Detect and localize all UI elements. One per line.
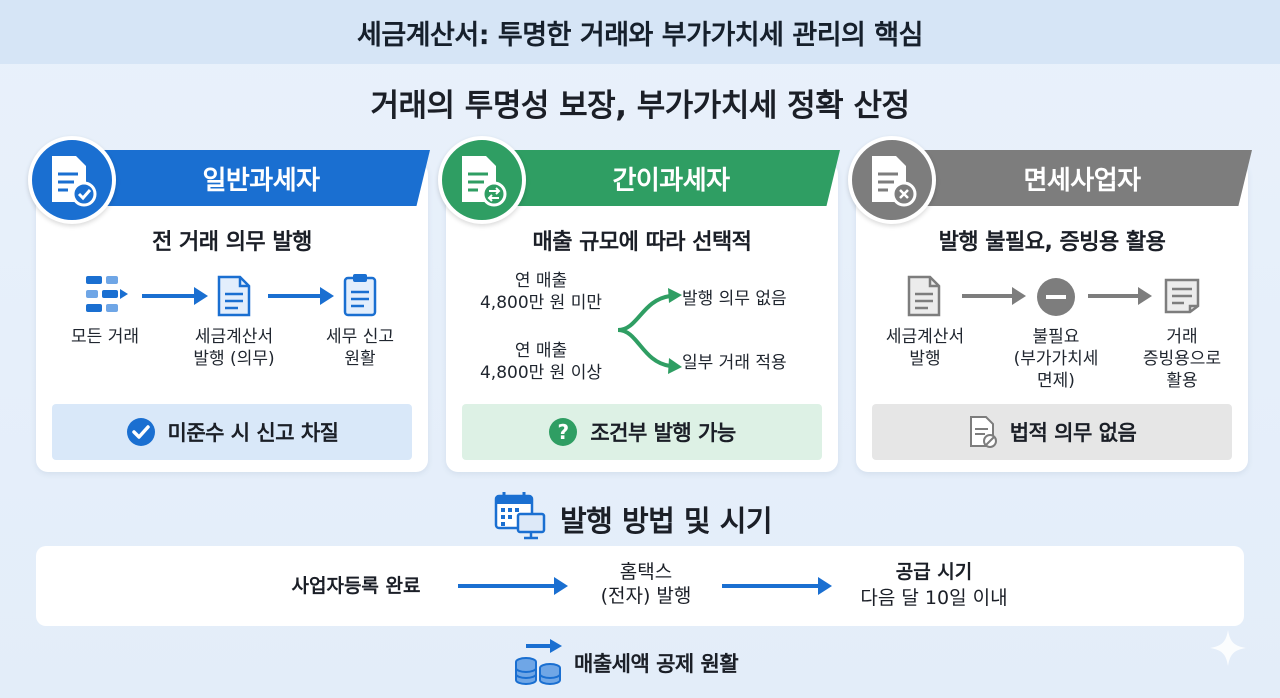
document-check-icon	[52, 156, 97, 207]
arrow	[268, 294, 324, 298]
outcome-no-obligation: 발행 의무 없음	[682, 289, 787, 309]
arrow-head	[554, 577, 568, 595]
card-banner-general: 일반과세자	[92, 150, 430, 206]
step-not-required: 불필요 (부가가치세 면제)	[1013, 327, 1099, 391]
header-bar: 세금계산서: 투명한 거래와 부가가치세 관리의 핵심	[0, 0, 1280, 64]
step-business-registration: 사업자등록 완료	[291, 575, 421, 597]
document-icon	[907, 275, 941, 317]
step-evidence-use: 거래 증빙용으로 활용	[1142, 327, 1222, 391]
coins-arrow-icon	[515, 639, 562, 685]
footer-note: 미준수 시 신고 차질	[52, 404, 412, 460]
card-tax-exempt: 발행 불필요, 증빙용 활용 세금계산서 발행 불필요 (부가가치세 면제) 거…	[856, 162, 1248, 472]
card-heading: 발행 불필요, 증빙용 활용	[938, 230, 1166, 255]
arrow-head	[320, 287, 334, 305]
arrow	[722, 584, 822, 588]
card-banner-exempt: 면세사업자	[912, 150, 1252, 206]
document-icon	[217, 275, 251, 317]
sparkle-icon	[1210, 630, 1246, 666]
clipboard-icon	[343, 274, 377, 317]
step-issue-invoice: 세금계산서 발행	[885, 327, 965, 369]
footer-note: 법적 의무 없음	[872, 404, 1232, 460]
card-badge	[28, 136, 116, 224]
document-exchange-icon	[462, 156, 507, 207]
question-circle-icon: ?	[549, 418, 578, 446]
check-circle-icon	[126, 418, 155, 446]
arrow	[1088, 294, 1142, 298]
flow-chart-icon	[86, 276, 128, 312]
card-title: 일반과세자	[202, 165, 320, 196]
step-hometax-issue: 홈택스 (전자) 발행	[600, 561, 692, 607]
page-title: 세금계산서: 투명한 거래와 부가가치세 관리의 핵심	[357, 19, 923, 51]
arrow-head	[1138, 287, 1152, 305]
footer-text: 법적 의무 없음	[1009, 421, 1137, 445]
arrow	[458, 584, 558, 588]
condition-over-threshold: 연 매출 4,800만 원 이상	[479, 341, 603, 383]
step-all-transactions: 모든 거래	[71, 327, 139, 347]
issuance-timeline: 사업자등록 완료 홈택스 (전자) 발행 공급 시기 다음 달 10일 이내	[36, 546, 1244, 626]
condition-under-threshold: 연 매출 4,800만 원 미만	[479, 271, 603, 313]
card-simplified-taxpayer: 매출 규모에 따라 선택적 연 매출 4,800만 원 미만 연 매출 4,80…	[446, 162, 838, 472]
timing-label: 공급 시기	[895, 561, 973, 583]
footer-note: ? 조건부 발행 가능	[462, 404, 822, 460]
arrow-head	[818, 577, 832, 595]
outcome-partial-application: 일부 거래 적용	[682, 353, 787, 373]
timing-value: 다음 달 10일 이내	[860, 587, 1008, 609]
svg-text:?: ?	[558, 420, 569, 444]
document-blocked-icon	[969, 416, 997, 448]
card-title: 간이과세자	[612, 165, 730, 196]
card-banner-simplified: 간이과세자	[502, 150, 840, 206]
card-heading: 전 거래 의무 발행	[152, 230, 312, 255]
footer-text: 조건부 발행 가능	[590, 421, 736, 445]
card-general-taxpayer: 전 거래 의무 발행 모든 거래 세금계산서 발행 (의무) 세무 신고 원활	[36, 162, 428, 472]
step-issue-invoice: 세금계산서 발행 (의무)	[193, 327, 275, 369]
footer-text: 미준수 시 신고 차질	[167, 421, 340, 445]
arrow-head	[194, 287, 208, 305]
branch-arrows	[617, 288, 682, 374]
card-badge	[848, 136, 936, 224]
page-subtitle: 거래의 투명성 보장, 부가가치세 정확 산정	[370, 88, 910, 124]
card-heading: 매출 규모에 따라 선택적	[532, 230, 752, 255]
arrow-head	[1012, 287, 1026, 305]
document-x-icon	[872, 156, 917, 207]
calendar-computer-icon	[494, 492, 546, 540]
receipt-icon	[1164, 278, 1200, 314]
minus-circle-icon	[1037, 278, 1075, 316]
card-badge	[438, 136, 526, 224]
arrow	[142, 294, 198, 298]
bottom-note: 매출세액 공제 원활	[574, 652, 739, 676]
arrow	[962, 294, 1016, 298]
step-tax-filing: 세무 신고 원활	[326, 327, 394, 369]
card-title: 면세사업자	[1023, 165, 1141, 196]
method-section-title: 발행 방법 및 시기	[560, 504, 773, 538]
